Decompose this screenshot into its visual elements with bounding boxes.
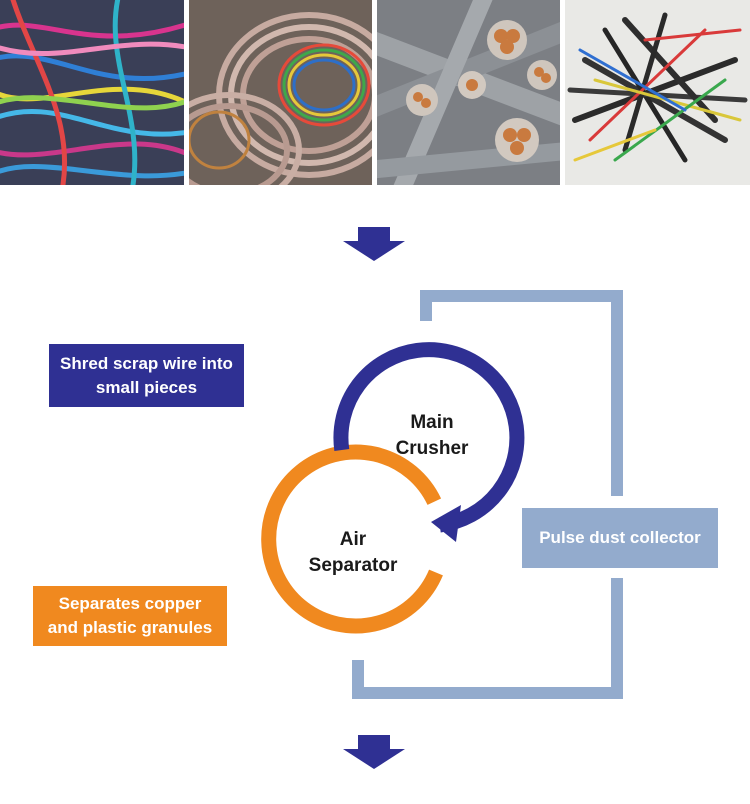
pulse-dust-collector-box: Pulse dust collector xyxy=(522,508,718,568)
dust-collector-loop xyxy=(352,290,623,699)
flow-diagram xyxy=(261,227,623,769)
crusher-line-2: Crusher xyxy=(395,438,469,459)
main-crusher-label: Main Crusher xyxy=(372,410,492,462)
air-separator-label: Air Separator xyxy=(293,527,413,579)
dust-collector-label: Pulse dust collector xyxy=(539,528,701,547)
separate-line-2: and plastic granules xyxy=(47,618,213,637)
shred-line-1: Shred scrap wire into xyxy=(60,353,233,373)
black-wire-pile-photo xyxy=(565,0,750,185)
air-separator-ring xyxy=(261,444,443,634)
crusher-arrowhead-icon xyxy=(431,505,461,542)
separate-line-1: Separates copper xyxy=(58,594,202,613)
coiled-cables-photo xyxy=(189,0,372,185)
colorful-scrap-wires-photo xyxy=(0,0,184,185)
separator-line-2: Separator xyxy=(308,555,398,576)
shred-step-box: Shred scrap wire into small pieces xyxy=(49,344,244,407)
thick-power-cables-photo xyxy=(377,0,560,185)
arrow-down-icon xyxy=(343,735,405,769)
separator-line-1: Air xyxy=(339,529,367,550)
shred-line-2: small pieces xyxy=(95,377,198,397)
crusher-line-1: Main xyxy=(410,412,454,433)
arrow-down-icon xyxy=(343,227,405,261)
photo-strip xyxy=(0,0,750,185)
main-crusher-ring xyxy=(333,342,525,533)
separate-step-box: Separates copper and plastic granules xyxy=(33,586,227,646)
